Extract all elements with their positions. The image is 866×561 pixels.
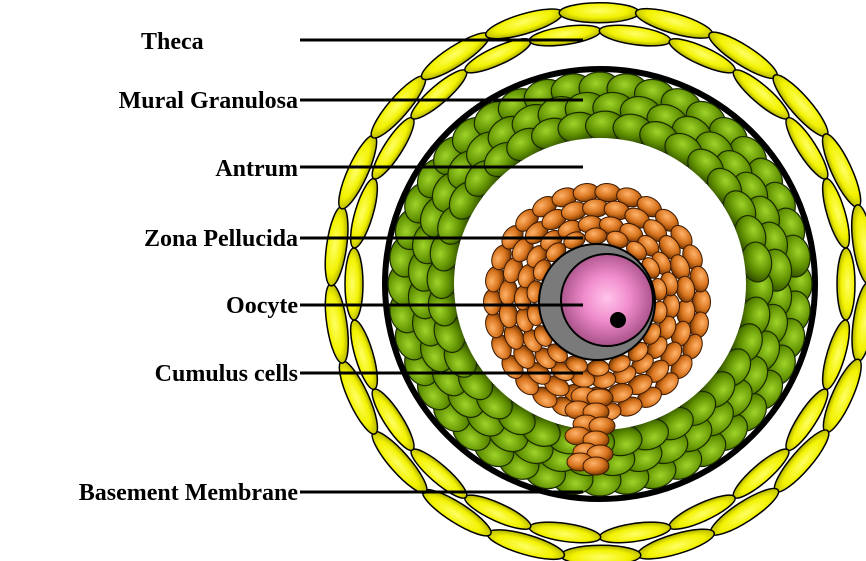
- cumulus-cell: [585, 228, 607, 244]
- nucleus: [610, 312, 626, 328]
- cumulus-stalk-cell: [583, 457, 609, 475]
- label-zona-pellucida: Zona Pellucida: [144, 225, 298, 253]
- label-oocyte: Oocyte: [226, 292, 298, 320]
- label-mural-granulosa: Mural Granulosa: [119, 87, 298, 115]
- cumulus-cell: [587, 360, 609, 376]
- label-basement-membrane: Basement Membrane: [79, 479, 298, 507]
- theca-cell: [837, 248, 855, 320]
- theca-cell: [561, 545, 641, 561]
- label-antrum: Antrum: [215, 155, 298, 183]
- label-theca: Theca: [141, 28, 204, 56]
- theca-cell: [559, 3, 639, 23]
- oocyte: [561, 254, 653, 346]
- theca-cell: [345, 248, 363, 320]
- label-cumulus-cells: Cumulus cells: [155, 360, 298, 388]
